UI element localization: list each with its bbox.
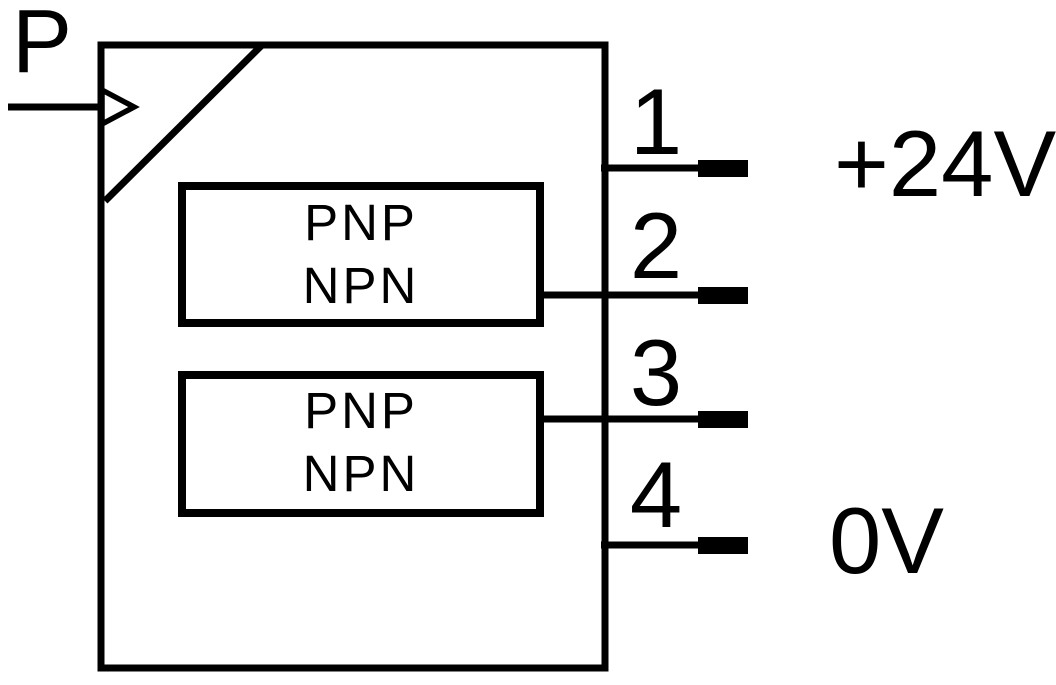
pin-4-voltage-label: 0V	[829, 488, 944, 593]
output-stage-1-box	[178, 182, 544, 327]
pin-4-number: 4	[630, 442, 682, 547]
pressure-label: P	[12, 0, 72, 92]
pin-1-voltage-label: +24V	[834, 111, 1056, 216]
output-stage-1-line2: NPN	[303, 257, 420, 314]
pin-2-terminal	[698, 287, 748, 304]
pin-3-terminal	[698, 411, 748, 428]
output-stage-2-line1: PNP	[304, 382, 418, 439]
corner-diagonal-line	[102, 43, 264, 204]
pin-3-number: 3	[630, 320, 682, 425]
sensor-body-outline	[97, 41, 609, 672]
pin-1-number: 1	[630, 69, 682, 174]
pin-1-terminal	[698, 160, 748, 177]
pin-4-terminal	[698, 537, 748, 554]
pressure-arrowhead-icon	[99, 85, 140, 129]
output-stage-2-box	[178, 371, 544, 517]
output-stage-2-line2: NPN	[303, 445, 420, 502]
output-stage-1-line1: PNP	[304, 194, 418, 251]
pin-2-number: 2	[630, 193, 682, 298]
